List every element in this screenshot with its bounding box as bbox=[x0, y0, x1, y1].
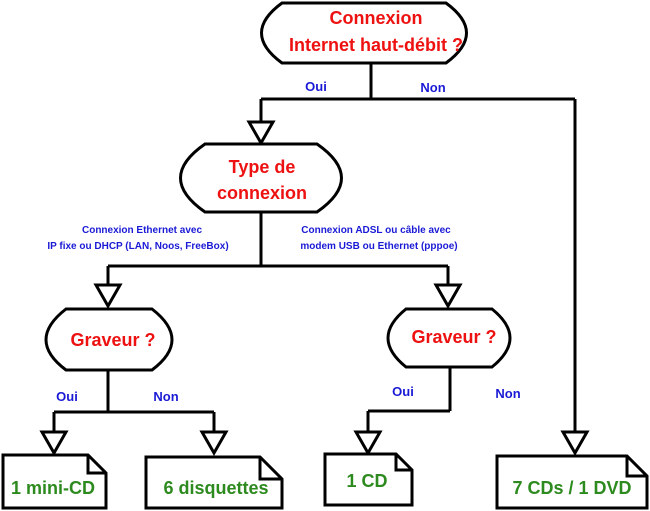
arrowhead-to-cd bbox=[353, 430, 383, 457]
arrowheads bbox=[39, 120, 590, 457]
edge-label-connexion-non: Non bbox=[420, 80, 445, 95]
outcome-cds-dvd-shape bbox=[495, 454, 649, 510]
outcome-cds-dvd-fold bbox=[625, 456, 647, 478]
arrowhead-to-graveur-right bbox=[433, 283, 463, 310]
outcome-cd-shape bbox=[323, 452, 414, 507]
outcome-disquettes-label: 6 disquettes bbox=[163, 478, 268, 498]
outcome-mini-cd-fold bbox=[86, 455, 106, 475]
question-type-line1: Type de bbox=[229, 157, 296, 177]
question-graveur-right: Graveur ? bbox=[386, 307, 512, 369]
edge-label-ethernet-line2: IP fixe ou DHCP (LAN, Noos, FreeBox) bbox=[47, 241, 228, 252]
question-connexion-line1: Connexion bbox=[330, 8, 423, 28]
outcome-cd-label: 1 CD bbox=[346, 471, 387, 491]
question-graveur-left: Graveur ? bbox=[44, 307, 174, 372]
outcome-cds-dvd: 7 CDs / 1 DVD bbox=[495, 454, 649, 510]
question-connexion-line2: Internet haut-débit ? bbox=[289, 35, 463, 55]
question-graveur-right-label: Graveur ? bbox=[411, 327, 496, 347]
question-connexion: Connexion Internet haut-débit ? bbox=[260, 1, 468, 65]
edge-label-graveur-right-oui: Oui bbox=[392, 384, 414, 399]
outcome-cds-dvd-label: 7 CDs / 1 DVD bbox=[512, 478, 631, 498]
question-connexion-shape bbox=[260, 1, 468, 65]
outcome-disquettes: 6 disquettes bbox=[144, 455, 284, 510]
arrowhead-to-7cds bbox=[560, 430, 590, 457]
edge-label-ethernet-line1: Connexion Ethernet avec bbox=[82, 225, 202, 236]
outcome-disquettes-fold bbox=[258, 457, 282, 481]
outcome-mini-cd: 1 mini-CD bbox=[1, 453, 108, 510]
outcome-cd: 1 CD bbox=[323, 452, 414, 507]
arrowhead-to-type bbox=[246, 120, 276, 147]
question-type: Type de connexion bbox=[179, 142, 343, 214]
outcome-cd-fold bbox=[394, 454, 412, 472]
question-type-line2: connexion bbox=[217, 183, 307, 203]
edge-label-graveur-left-non: Non bbox=[153, 389, 178, 404]
outcome-disquettes-shape bbox=[144, 455, 284, 510]
edge-label-graveur-left-oui: Oui bbox=[56, 389, 78, 404]
arrowhead-to-mini-cd bbox=[39, 430, 69, 457]
edge-label-adsl-line2: modem USB ou Ethernet (pppoe) bbox=[300, 241, 457, 252]
arrowhead-to-graveur-left bbox=[93, 283, 123, 310]
arrowhead-to-disquettes bbox=[199, 430, 229, 457]
question-type-shape bbox=[179, 142, 343, 214]
outcome-mini-cd-shape bbox=[1, 453, 108, 510]
question-graveur-left-shape bbox=[44, 307, 174, 372]
connectors bbox=[52, 64, 577, 432]
edge-label-connexion-oui: Oui bbox=[305, 79, 327, 94]
question-graveur-right-shape bbox=[386, 307, 512, 369]
outcome-mini-cd-label: 1 mini-CD bbox=[11, 478, 95, 498]
question-graveur-left-label: Graveur ? bbox=[70, 330, 155, 350]
edge-labels: Oui Non Connexion Ethernet avec IP fixe … bbox=[47, 79, 520, 404]
edge-label-graveur-right-non: Non bbox=[495, 386, 520, 401]
edge-label-adsl-line1: Connexion ADSL ou câble avec bbox=[301, 225, 451, 236]
